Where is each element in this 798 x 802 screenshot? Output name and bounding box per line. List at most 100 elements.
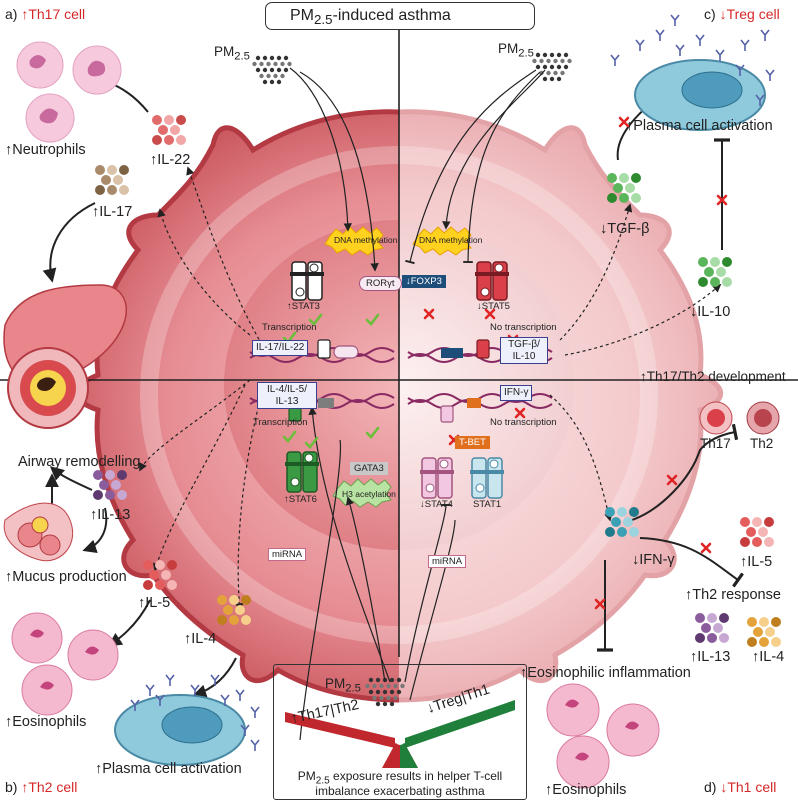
cytokine-molecule — [611, 517, 621, 527]
corner-label-d: d) ↓Th1 cell — [704, 779, 777, 795]
pm25-particle — [280, 61, 285, 67]
cytokine-molecule — [710, 257, 720, 267]
cytokine-molecule — [143, 560, 153, 570]
cytokine-molecule — [619, 193, 629, 203]
activation-check — [365, 426, 380, 439]
antibody-icon — [155, 694, 165, 706]
cytokine-molecule — [176, 115, 186, 125]
title-box — [265, 2, 535, 30]
il4-right-label: ↑IL-4 — [752, 649, 785, 665]
pm25-particle — [276, 79, 282, 85]
balance-seesaw — [285, 700, 515, 768]
il13-right-label: ↑IL-13 — [690, 649, 731, 665]
pm25-particle — [553, 70, 558, 76]
antibody-icon — [250, 706, 260, 718]
cytokine-molecule — [740, 517, 750, 527]
plasma-cell-right-label: ↑Plasma cell activation — [626, 118, 773, 134]
pm25-particle — [283, 55, 289, 61]
cytokine-molecule — [613, 183, 623, 193]
cytokine-molecule — [759, 617, 769, 627]
pm25-particle — [563, 64, 569, 70]
antibody-icon — [760, 29, 770, 41]
cytokine-molecule — [719, 613, 729, 623]
inhibition-cross — [423, 308, 435, 320]
pm25-particles-bottom — [365, 677, 405, 707]
cytokine-molecule — [105, 470, 115, 480]
cytokine-molecule — [119, 165, 129, 175]
balance-box — [273, 664, 527, 800]
cytokine-molecule — [170, 125, 180, 135]
corner-label-c: c) ↓Treg cell — [704, 6, 780, 22]
pm25-particle — [396, 689, 402, 695]
il4-left-label: ↑IL-4 — [184, 631, 217, 647]
eosinophils-right-label: ↑Eosinophils — [545, 782, 627, 798]
stat3-label: ↑STAT3 — [287, 301, 320, 312]
pm25-particle — [269, 55, 275, 61]
cytokine-molecule — [155, 560, 165, 570]
cytokine-molecule — [93, 470, 103, 480]
pm25-particle — [389, 701, 395, 707]
pm25-particle — [276, 67, 282, 73]
antibody-icon — [210, 674, 220, 686]
pm25-particle — [276, 55, 282, 61]
activation-check — [308, 313, 323, 326]
th17-th2-development-label: ↑Th17/Th2 development — [640, 369, 786, 384]
cytokine-molecule — [241, 595, 251, 605]
cytokine-molecule — [752, 517, 762, 527]
activation-check — [365, 313, 380, 326]
pm25-particle — [379, 683, 384, 689]
cytokine-molecule — [619, 173, 629, 183]
cytokine-molecule — [105, 490, 115, 500]
il5-left-label: ↑IL-5 — [138, 595, 171, 611]
cytokine-molecule — [99, 480, 109, 490]
cytokine-molecule — [704, 267, 714, 277]
stat1-label: STAT1 — [473, 499, 502, 510]
cytokine-molecule — [758, 527, 768, 537]
il4-il5-il13-gene-box: IL-4/IL-5/ IL-13 — [257, 382, 317, 409]
pm25-particle — [255, 55, 261, 61]
cytokine-molecule — [143, 580, 153, 590]
th17-cell-icon — [699, 401, 733, 435]
th17-label: Th17 — [700, 436, 731, 451]
cytokine-molecule — [764, 537, 774, 547]
pm25-particle — [563, 52, 569, 58]
cytokine-molecule — [95, 185, 105, 195]
eosinophilic-inflammation-label: ↑Eosinophilic inflammation — [520, 665, 691, 681]
pm25-particle — [535, 64, 541, 70]
cytokine-molecule — [152, 135, 162, 145]
pm25-particle — [549, 76, 555, 82]
no-transcription-c-label: No transcription — [490, 322, 557, 333]
plasma-cell-bottom-left — [114, 694, 246, 766]
cytokine-molecule — [752, 537, 762, 547]
pm25-particle — [262, 55, 268, 61]
pm25-particle — [546, 70, 551, 76]
pm25-particle — [386, 695, 391, 701]
pm25-particle — [386, 683, 391, 689]
cytokine-molecule — [625, 183, 635, 193]
cytokine-molecule — [167, 560, 177, 570]
cytokine-molecule — [155, 580, 165, 590]
cytokine-molecule — [101, 175, 111, 185]
antibody-icon — [145, 684, 155, 696]
antibody-icon — [655, 29, 665, 41]
tgfb-il10-gene-box: TGF-β/ IL-10 — [500, 337, 548, 364]
pm25-particle — [549, 64, 555, 70]
antibody-icon — [765, 69, 775, 81]
cytokine-molecule — [753, 627, 763, 637]
antibody-icons — [130, 14, 775, 751]
antibody-icon — [130, 699, 140, 711]
pm25-particle — [368, 677, 374, 683]
cytokine-molecule — [617, 507, 627, 517]
mirna-right-label: miRNA — [428, 555, 467, 568]
antibody-icon — [715, 49, 725, 61]
cytokine-molecule — [722, 277, 732, 287]
activation-check — [304, 436, 319, 449]
th2-response-label: ↑Th2 response — [685, 587, 781, 603]
pm25-particle — [266, 61, 271, 67]
pm25-particle — [539, 58, 544, 64]
cytokine-molecule — [119, 185, 129, 195]
pm25-particle — [259, 61, 264, 67]
balance-red-beam — [285, 712, 395, 748]
antibody-icon — [740, 39, 750, 51]
pm25-particle — [365, 683, 370, 689]
